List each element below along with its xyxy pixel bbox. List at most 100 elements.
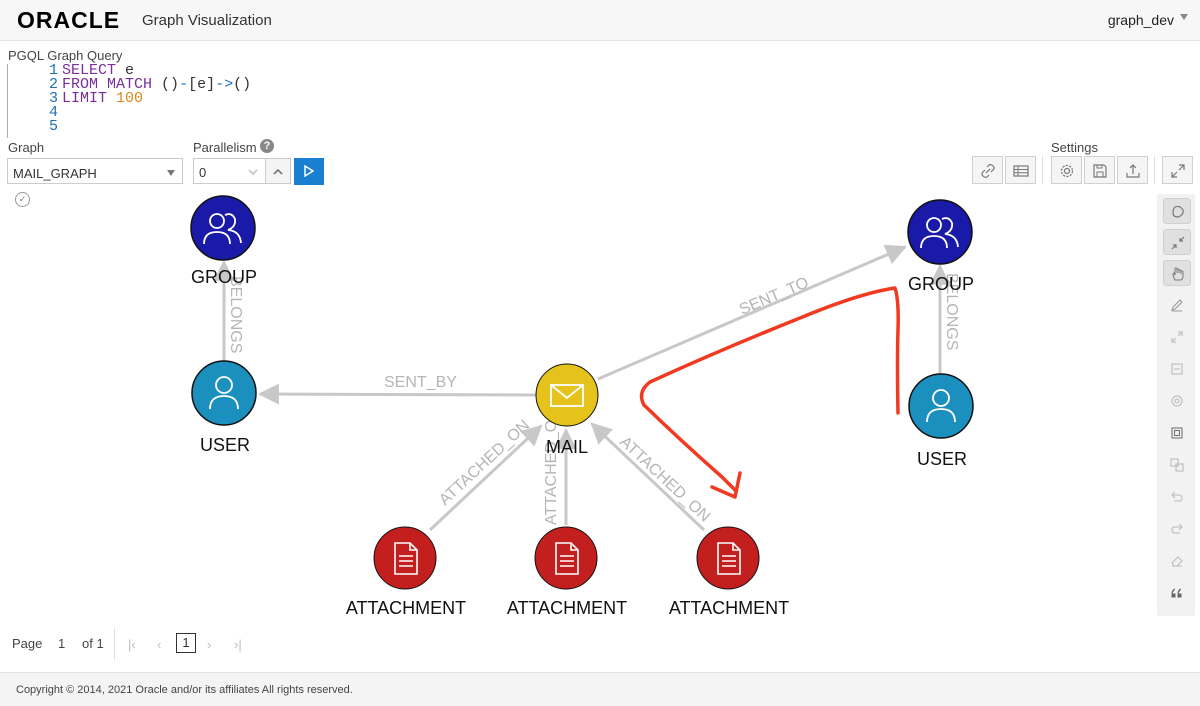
- node-label: MAIL: [546, 437, 588, 457]
- table-icon: [1013, 165, 1029, 177]
- group-icon: [1171, 427, 1183, 439]
- edge-label-belongs-left: BELONGS: [227, 276, 244, 353]
- lasso-button[interactable]: [1163, 198, 1191, 224]
- node-label: ATTACHMENT: [507, 598, 627, 618]
- copyright-text: Copyright © 2014, 2021 Oracle and/or its…: [16, 684, 353, 696]
- node-user-right[interactable]: USER: [908, 373, 974, 469]
- editor-line: 5: [8, 119, 408, 134]
- legend-button[interactable]: [1163, 580, 1191, 606]
- focus-button[interactable]: [1163, 388, 1191, 414]
- envelope-icon: [550, 384, 584, 407]
- node-label: GROUP: [191, 267, 257, 287]
- node-attachment-1[interactable]: ATTACHMENT: [346, 526, 466, 618]
- edge-label-attached-on-2: ATTACHED_ON: [543, 408, 560, 525]
- editor-line: 4: [8, 104, 408, 121]
- settings-button[interactable]: [1051, 156, 1082, 184]
- code-text: LIMIT 100: [62, 90, 144, 107]
- check-icon: ✓: [15, 192, 30, 207]
- clear-button[interactable]: [1163, 548, 1191, 574]
- page-label: Page: [12, 636, 43, 651]
- fullscreen-button[interactable]: [1162, 156, 1193, 184]
- chevron-down-icon[interactable]: [1180, 14, 1188, 20]
- parallelism-label: Parallelism: [193, 140, 257, 155]
- footer: Copyright © 2014, 2021 Oracle and/or its…: [0, 672, 1200, 706]
- increment-button[interactable]: [265, 158, 291, 184]
- node-attachment-2[interactable]: ATTACHMENT: [507, 526, 627, 618]
- node-attachment-3[interactable]: ATTACHMENT: [669, 526, 789, 618]
- upload-icon: [1126, 164, 1140, 178]
- edge-sent-to[interactable]: [597, 244, 907, 381]
- chevron-down-icon: [167, 170, 175, 176]
- user-menu[interactable]: graph_dev: [1107, 12, 1174, 28]
- undo-button[interactable]: [1163, 484, 1191, 510]
- table-view-button[interactable]: [1005, 156, 1036, 184]
- node-label: ATTACHMENT: [669, 598, 789, 618]
- collapse-button[interactable]: [1163, 229, 1191, 255]
- line-number: 3: [48, 90, 58, 107]
- edge-label-sent-by: SENT_BY: [384, 374, 457, 391]
- node-label: ATTACHMENT: [346, 598, 466, 618]
- edge-sent-by[interactable]: [257, 383, 537, 405]
- line-number: 2: [48, 76, 58, 93]
- redo-button[interactable]: [1163, 516, 1191, 542]
- export-button[interactable]: [1117, 156, 1148, 184]
- user-icon: [209, 376, 239, 410]
- gear-icon: [1060, 164, 1074, 178]
- node-label: GROUP: [908, 274, 974, 294]
- last-page-button[interactable]: ›|: [234, 637, 242, 652]
- chevron-up-icon: [273, 168, 283, 175]
- graph-canvas[interactable]: BELONGS SENT_BY SENT_TO BELONGS ATTACHED…: [0, 190, 1150, 630]
- link-icon: [981, 164, 995, 178]
- line-number: 1: [48, 62, 58, 79]
- node-mail[interactable]: MAIL: [535, 363, 599, 457]
- redo-icon: [1171, 523, 1183, 534]
- code-text: SELECT e: [62, 62, 135, 79]
- node-label: USER: [917, 449, 967, 469]
- next-page-button[interactable]: ›: [207, 637, 212, 652]
- quote-icon: [1171, 588, 1182, 598]
- expand-icon: [1171, 331, 1183, 343]
- save-icon: [1093, 164, 1107, 178]
- parallelism-value: 0: [199, 165, 207, 180]
- previous-page-button[interactable]: ‹: [157, 637, 162, 652]
- graph-side-toolbar: [1157, 194, 1195, 616]
- users-icon: [203, 213, 242, 245]
- node-group-right[interactable]: GROUP: [907, 199, 974, 294]
- pan-button[interactable]: [1163, 260, 1191, 286]
- edge-label-belongs-right: BELONGS: [943, 273, 960, 350]
- edge-label-sent-to: SENT_TO: [737, 274, 811, 318]
- decrement-button[interactable]: [240, 158, 266, 184]
- ungroup-icon: [1170, 458, 1184, 472]
- current-page-button[interactable]: 1: [176, 633, 196, 653]
- eraser-icon: [1171, 556, 1183, 567]
- target-icon: [1171, 395, 1183, 407]
- edge-attached-on-1[interactable]: [428, 424, 543, 532]
- edit-icon: [1171, 299, 1183, 312]
- hide-button[interactable]: [1163, 356, 1191, 382]
- undo-icon: [1171, 491, 1183, 502]
- group-button[interactable]: [1163, 420, 1191, 446]
- settings-label: Settings: [1051, 140, 1098, 155]
- first-page-button[interactable]: |‹: [128, 637, 136, 652]
- line-number: 4: [48, 104, 58, 121]
- graph-label: Graph: [8, 140, 45, 155]
- node-group-left[interactable]: GROUP: [190, 195, 257, 287]
- edit-button[interactable]: [1163, 292, 1191, 318]
- edge-attached-on-3[interactable]: [590, 422, 706, 532]
- edge-label-attached-on-1: ATTACHED_ON: [436, 417, 533, 509]
- document-icon: [717, 542, 741, 575]
- expand-node-button[interactable]: [1163, 324, 1191, 350]
- app-title: Graph Visualization: [142, 12, 272, 29]
- graph-select-value: MAIL_GRAPH: [13, 166, 97, 181]
- ungroup-button[interactable]: [1163, 452, 1191, 478]
- graph-select[interactable]: MAIL_GRAPH: [7, 158, 183, 184]
- node-user-left[interactable]: USER: [191, 360, 257, 455]
- run-query-button[interactable]: [294, 158, 324, 185]
- edge-label-attached-on-3: ATTACHED_ON: [616, 433, 713, 525]
- help-icon[interactable]: ?: [260, 139, 274, 153]
- save-button[interactable]: [1084, 156, 1115, 184]
- link-button[interactable]: [972, 156, 1003, 184]
- code-text: FROM MATCH ()-[e]->(): [62, 76, 252, 93]
